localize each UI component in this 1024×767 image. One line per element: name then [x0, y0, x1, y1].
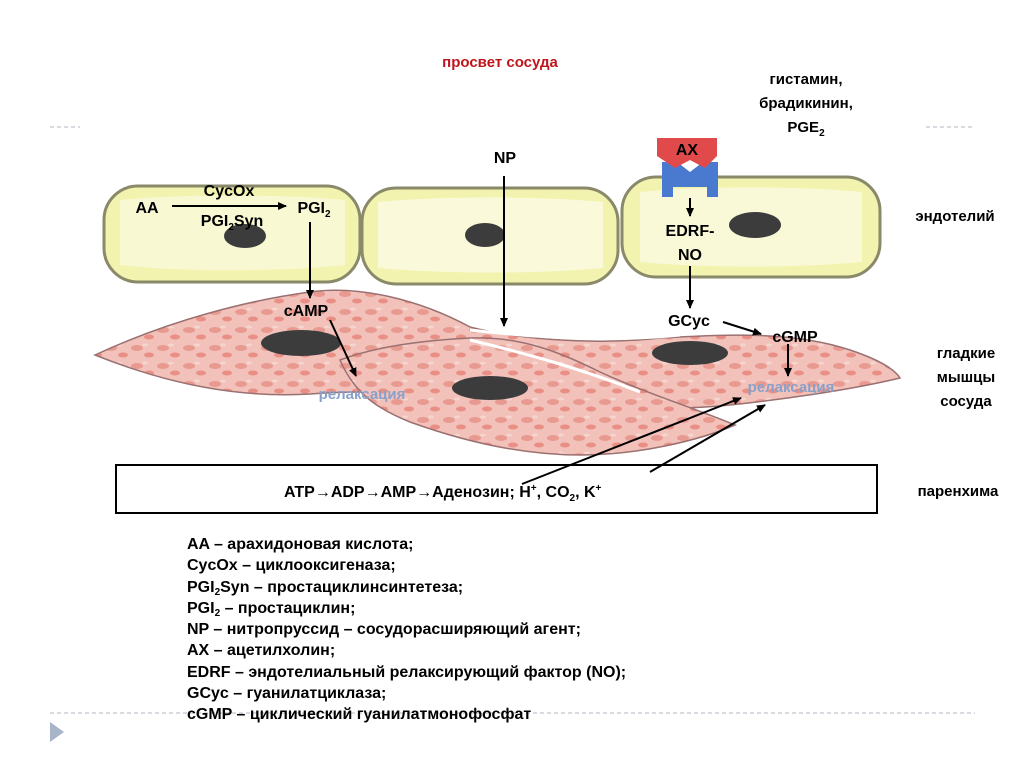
- muscle-nucleus-center: [452, 376, 528, 400]
- agonist-icon: [657, 138, 717, 168]
- arrow-gcyc-to-cgmp: [722, 321, 762, 336]
- muscle-nucleus-right: [652, 341, 728, 365]
- label-relaxation-right: релаксация: [748, 379, 835, 396]
- label-pgi2syn: PGI2Syn: [201, 213, 263, 233]
- legend-item: AX – ацетилхолин;: [187, 642, 336, 660]
- arrow-ions-to-relaxation: [649, 404, 766, 473]
- legend-item: EDRF – эндотелиальный релаксирующий факт…: [187, 663, 627, 681]
- label-relaxation-left: релаксация: [319, 386, 406, 403]
- legend-item: CycOx – циклооксигеназа;: [187, 557, 396, 575]
- label-np: NP: [494, 150, 517, 167]
- label-gcyc: GCyc: [668, 313, 710, 330]
- agonist-bradykinin: брадикинин,: [759, 95, 853, 112]
- label-aa: AA: [135, 200, 159, 217]
- legend-list: AA – арахидоновая кислота; CycOx – цикло…: [184, 534, 626, 726]
- label-ax: AX: [676, 142, 699, 159]
- label-parenchyma: паренхима: [918, 483, 999, 500]
- slide-marker-icon: [50, 722, 64, 742]
- agonist-pge2: PGE2: [787, 119, 825, 139]
- legend-item: cGMP – циклический гуанилатмонофосфат: [187, 706, 532, 724]
- legend-item: AA – арахидоновая кислота;: [187, 536, 414, 553]
- muscle-nucleus-left: [261, 330, 341, 356]
- label-cgmp: cGMP: [772, 329, 818, 346]
- legend-item: GCyc – гуанилатциклаза;: [187, 685, 387, 703]
- smooth-muscle-line3: сосуда: [940, 393, 992, 410]
- endothelial-nucleus-left: [224, 224, 266, 248]
- arrow-camp-to-relaxation: [329, 319, 357, 377]
- legend-item: NP – нитропруссид – сосудорасширяющий аг…: [187, 621, 581, 639]
- receptor-complex: [657, 138, 718, 197]
- label-endothelium: эндотелий: [915, 208, 994, 225]
- label-edrf: EDRF-: [666, 223, 715, 240]
- endothelial-nucleus-middle: [465, 223, 505, 247]
- smooth-muscle-line2: мышцы: [937, 369, 995, 386]
- legend-item: PGI2 – простациклин;: [187, 599, 356, 619]
- label-smooth-muscle: гладкие мышцы сосуда: [937, 345, 995, 410]
- pathway-arrows: [172, 176, 792, 485]
- receptor-icon: [662, 162, 718, 197]
- muscle-cell-cleft: [469, 328, 681, 394]
- agonist-label: гистамин, брадикинин, PGE2: [759, 71, 853, 139]
- label-pgi2: PGI2: [297, 200, 331, 220]
- muscle-cell-lower: [339, 337, 737, 456]
- label-no: NO: [678, 247, 702, 264]
- lumen-label: просвет сосуда: [442, 54, 558, 71]
- endothelial-cells: [102, 175, 882, 286]
- legend-item: PGI2Syn – простациклинсинтетеза;: [187, 578, 464, 598]
- arrow-adenosine-to-relaxation: [521, 397, 742, 485]
- endothelial-nucleus-right: [729, 212, 781, 238]
- smooth-muscle-cells: [93, 289, 902, 456]
- smooth-muscle-line1: гладкие: [937, 345, 995, 362]
- agonist-histamine: гистамин,: [769, 71, 842, 88]
- parenchyma-chain: ATP→ADP→AMP→Аденозин; H+, CO2, K+: [284, 483, 602, 504]
- label-camp: cAMP: [284, 303, 329, 320]
- parenchyma-box: [115, 464, 878, 514]
- label-cycox: CycOx: [204, 183, 255, 200]
